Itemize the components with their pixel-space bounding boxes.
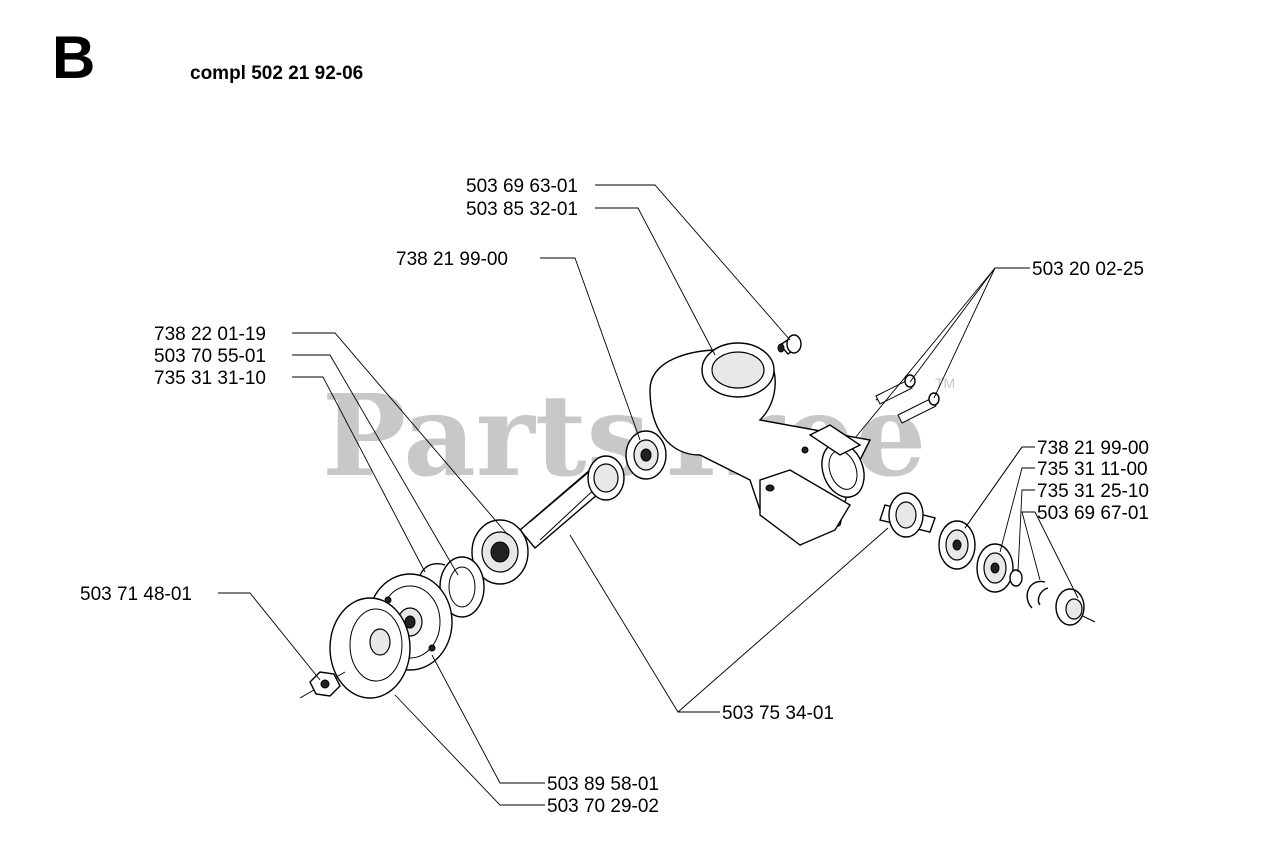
- label-503-89-58-01: 503 89 58-01: [547, 774, 659, 795]
- bearing-right: [938, 520, 976, 570]
- bearing-upper: [625, 430, 667, 480]
- small-washer: [1009, 569, 1023, 587]
- label-503-20-02-25: 503 20 02-25: [1032, 259, 1144, 280]
- bevel-gear: [879, 492, 936, 538]
- nut: [299, 671, 346, 699]
- plug-part: [777, 334, 802, 355]
- label-503-75-34-01: 503 75 34-01: [722, 703, 834, 724]
- label-503-70-55-01: 503 70 55-01: [154, 346, 266, 367]
- label-738-21-99-00-right: 738 21 99-00: [1037, 438, 1149, 459]
- label-738-21-99-00-upper: 738 21 99-00: [396, 249, 508, 270]
- section-letter: B: [52, 24, 96, 91]
- label-738-22-01-19: 738 22 01-19: [154, 324, 266, 345]
- watermark-trademark: TM: [935, 375, 955, 391]
- leader-lines: [218, 184, 1079, 806]
- gear-housing: [649, 342, 872, 546]
- label-735-31-25-10: 735 31 25-10: [1037, 481, 1149, 502]
- label-503-70-29-02: 503 70 29-02: [547, 796, 659, 817]
- circlip-right: [1026, 580, 1049, 609]
- bearing-lower-left: [471, 519, 529, 585]
- label-503-85-32-01: 503 85 32-01: [466, 199, 578, 220]
- label-503-69-67-01: 503 69 67-01: [1037, 503, 1149, 524]
- retainer-ring: [439, 556, 485, 618]
- screws: [875, 374, 940, 424]
- end-cap: [1055, 588, 1096, 626]
- label-503-69-63-01: 503 69 63-01: [466, 176, 578, 197]
- bearing-right-2: [976, 543, 1014, 593]
- label-735-31-31-10: 735 31 31-10: [154, 368, 266, 389]
- label-503-71-48-01: 503 71 48-01: [80, 584, 192, 605]
- support-cup: [329, 597, 411, 699]
- pinion-shaft: [514, 455, 625, 549]
- label-735-31-11-00: 735 31 11-00: [1037, 459, 1148, 480]
- assembly-number: compl 502 21 92-06: [190, 63, 364, 84]
